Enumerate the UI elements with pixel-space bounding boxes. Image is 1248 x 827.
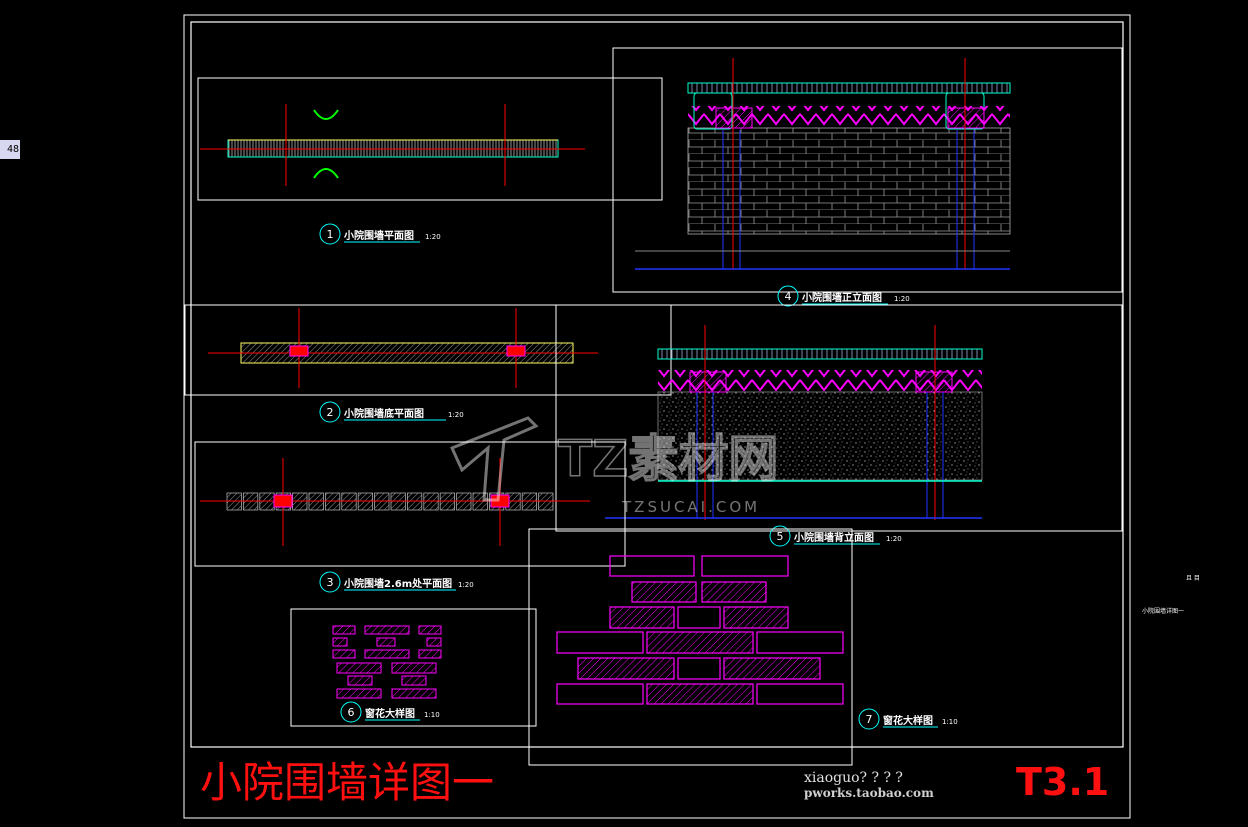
view-1-plan: 1 小院围墙平面图 1:20 (197, 77, 663, 245)
view-5-label: 小院围墙背立面图 (793, 531, 874, 544)
view-2-scale: 1:20 (448, 411, 464, 419)
watermark-logo-icon (449, 416, 539, 502)
view-3-label: 小院围墙2.6m处平面图 (343, 577, 452, 590)
view-5-rear-elevation: 5 小院围墙背立面图 1:20 (555, 304, 1123, 547)
view-3-number: 3 (327, 576, 334, 589)
watermark-brand: TZ素材网 (558, 430, 778, 488)
author-line-1: xiaoguo? ? ? ? (804, 770, 903, 786)
view-1-label: 小院围墙平面图 (343, 229, 414, 242)
view-4-label: 小院围墙正立面图 (801, 291, 882, 304)
sheet-inner-frame (190, 21, 1124, 748)
watermark: TZ素材网 TZSUCAI.COM (449, 416, 779, 516)
view-6-number: 6 (348, 706, 355, 719)
view-2-base-plan: 2 小院围墙底平面图 1:20 (184, 304, 672, 423)
side-note-1: 且 目 (1186, 575, 1200, 582)
view-1-scale: 1:20 (425, 233, 441, 241)
view-7-label: 窗花大样图 (883, 714, 933, 727)
watermark-site: TZSUCAI.COM (621, 498, 760, 516)
view-6-label: 窗花大样图 (365, 707, 415, 720)
view-7-lattice-detail: 7 窗花大样图 1:10 (528, 528, 958, 766)
view-4-number: 4 (785, 290, 792, 303)
view-5-scale: 1:20 (886, 535, 902, 543)
view-7-scale: 1:10 (942, 718, 958, 726)
sheet-outer-frame (183, 14, 1131, 819)
view-6-lattice-detail: 6 窗花大样图 1:10 (290, 608, 537, 727)
view-3-scale: 1:20 (458, 581, 474, 589)
drawing-title: 小院围墙详图一 (200, 758, 494, 807)
view-2-number: 2 (327, 406, 334, 419)
viewport-index-badge: 48 (0, 140, 20, 159)
side-note-2: 小院围墙详图一 (1142, 607, 1184, 615)
view-4-front-elevation: 4 小院围墙正立面图 1:20 (612, 47, 1123, 307)
view-3-plan-2-6m: 3 小院围墙2.6m处平面图 1:20 (194, 441, 626, 593)
view-4-scale: 1:20 (894, 295, 910, 303)
view-1-number: 1 (327, 228, 334, 241)
sheet-number: T3.1 (1016, 760, 1109, 804)
author-line-2: pworks.taobao.com (804, 786, 934, 800)
view-7-number: 7 (866, 713, 873, 726)
view-6-scale: 1:10 (424, 711, 440, 719)
view-2-label: 小院围墙底平面图 (343, 407, 424, 420)
view-5-number: 5 (777, 530, 784, 543)
